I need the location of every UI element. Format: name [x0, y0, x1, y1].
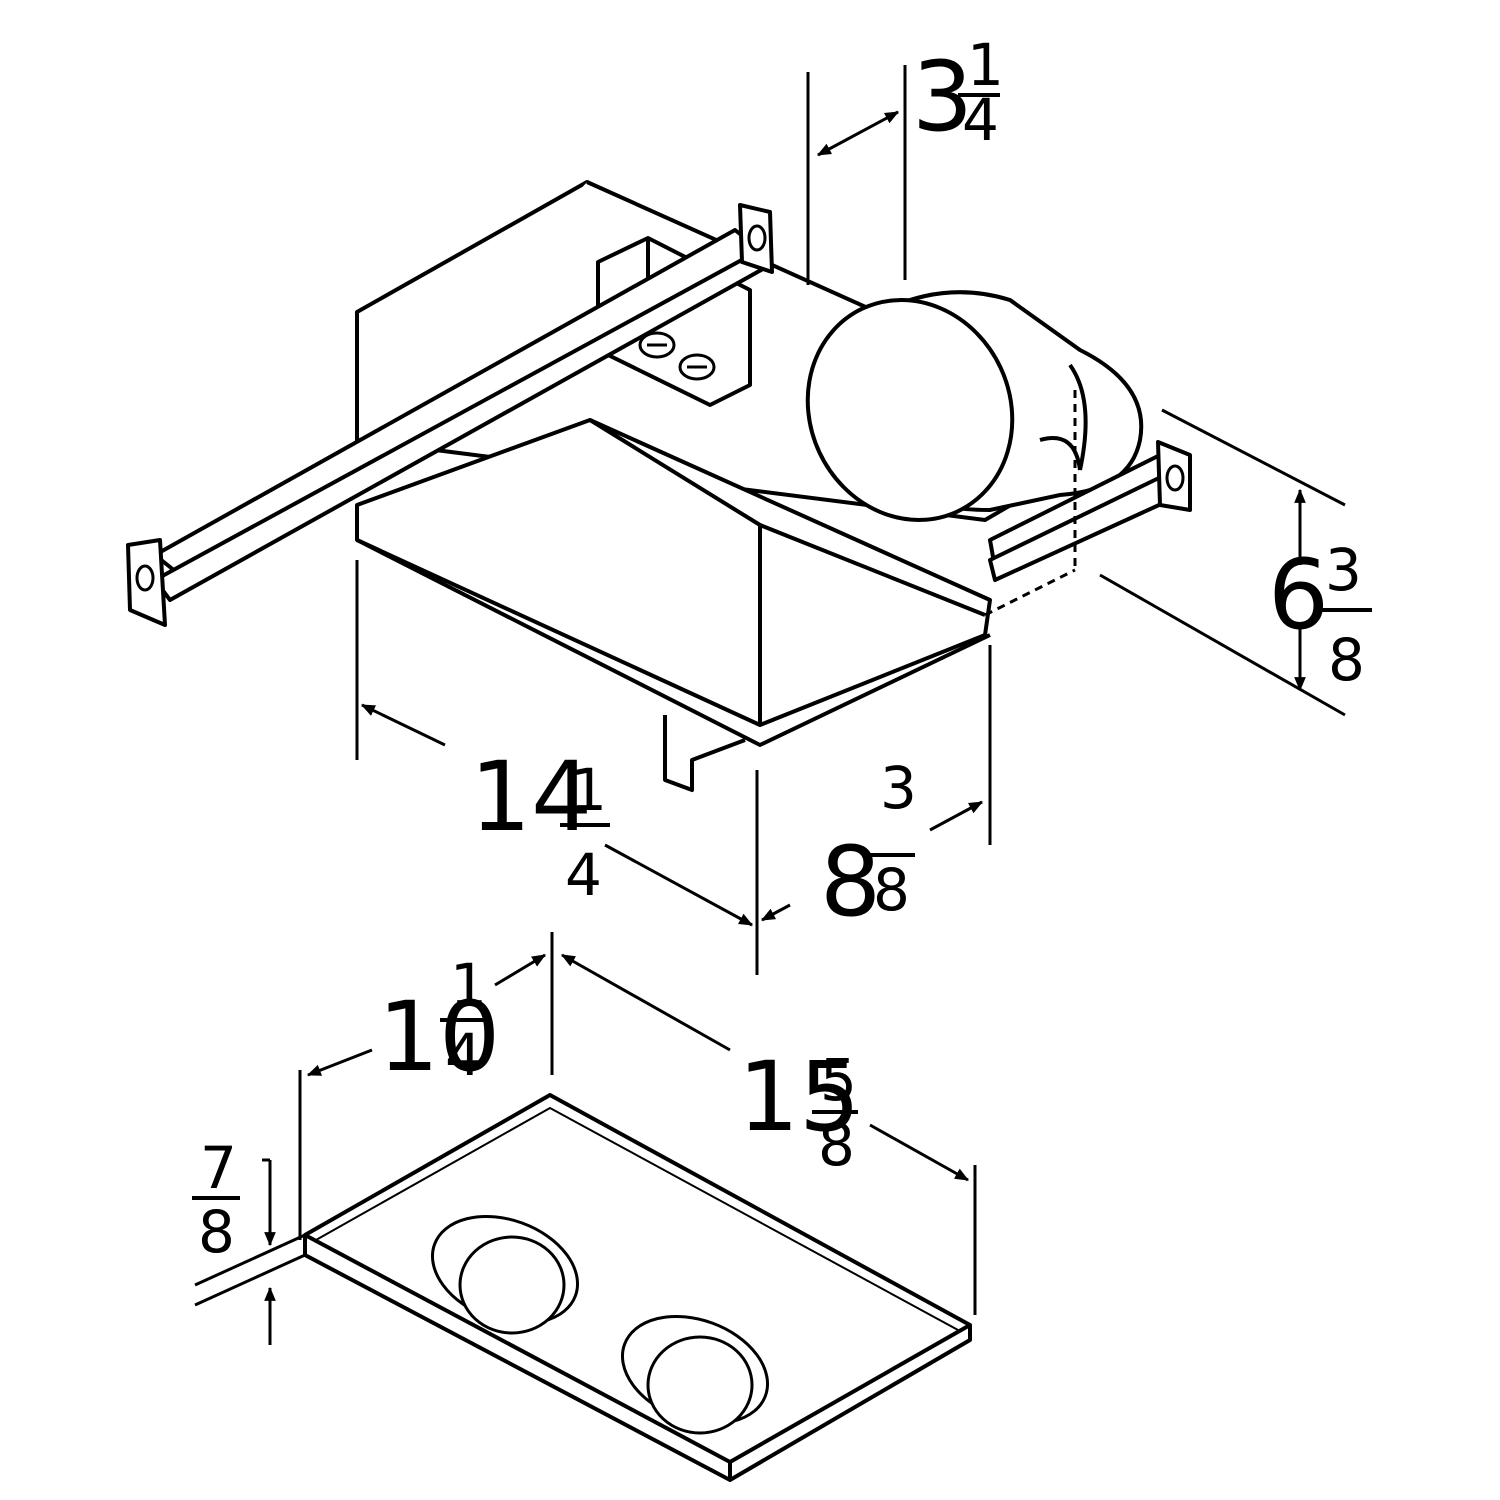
dimension-lines-grille	[194, 932, 977, 1345]
dimension-whole: 14	[470, 741, 592, 853]
dimension-grille-width: 10 1 4	[378, 951, 500, 1093]
dimension-numerator: 3	[880, 754, 917, 822]
dimension-duct-offset: 3 1 4	[912, 31, 1004, 154]
dimension-whole: 8	[820, 826, 881, 938]
dimension-denominator: 8	[873, 856, 910, 924]
dimension-numerator: 1	[450, 951, 487, 1019]
dimension-numerator: 5	[820, 1046, 857, 1114]
dimension-whole: 6	[1268, 539, 1329, 651]
dimension-denominator: 4	[565, 841, 602, 909]
dimension-denominator: 4	[445, 1021, 482, 1089]
dimension-denominator: 8	[818, 1111, 855, 1179]
hidden-edge	[984, 568, 1076, 617]
dimension-denominator: 8	[198, 1198, 235, 1266]
dimension-whole: 15	[738, 1041, 860, 1153]
dimension-lines-housing	[355, 65, 1346, 975]
dimension-numerator: 1	[967, 31, 1004, 99]
dimension-denominator: 4	[962, 86, 999, 154]
dimension-height: 6 3 8	[1268, 536, 1372, 694]
dimension-grille-length: 15 5 8	[738, 1041, 860, 1179]
duct-collar	[805, 290, 1144, 522]
dimension-numerator: 3	[1325, 536, 1362, 604]
receptacle-icon	[638, 331, 716, 381]
dimension-denominator: 8	[1328, 626, 1365, 694]
hanger-bar-left	[126, 203, 774, 627]
dimension-numerator: 7	[200, 1134, 237, 1202]
dimension-grille-thickness: 7 8	[192, 1134, 240, 1266]
mounting-hole-icon	[135, 224, 1185, 592]
dimension-housing-length: 14 1 4	[470, 741, 610, 909]
dimension-numerator: 1	[570, 756, 607, 824]
dimension-housing-width: 8 3 8	[820, 754, 917, 938]
heat-lamp-icon	[430, 1214, 770, 1435]
dimension-whole: 10	[378, 981, 500, 1093]
